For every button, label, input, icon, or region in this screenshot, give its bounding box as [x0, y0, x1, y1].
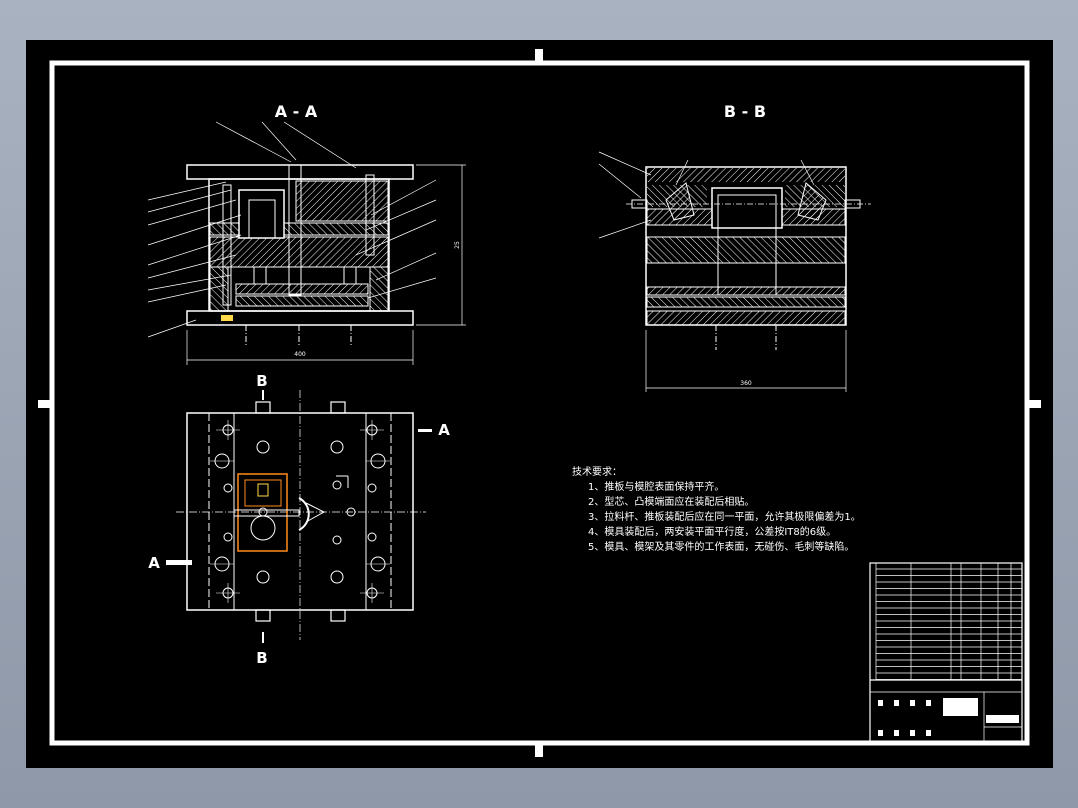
section-b-b-title: B - B: [724, 102, 766, 121]
dim-a-height: 25: [454, 241, 461, 249]
marker-b-bottom: B: [256, 649, 267, 667]
tech-requirement-1: 1、推板与模腔表面保持平齐。: [588, 480, 724, 493]
bill-of-materials-table: [869, 562, 1023, 744]
section-a-a-title: A - A: [275, 102, 318, 121]
plan-view: B B A A: [148, 372, 450, 667]
marker-a-left: A: [148, 554, 160, 572]
tech-requirements: 技术要求： 1、推板与模腔表面保持平齐。 2、型芯、凸模端面应在装配后相贴。 3…: [572, 465, 861, 553]
outer-frame: [38, 49, 1041, 757]
tech-requirement-2: 2、型芯、凸模端面应在装配后相贴。: [588, 495, 754, 508]
dim-a-width: 400: [294, 351, 306, 358]
drawing-sheet: A - A 400: [26, 40, 1053, 768]
dim-b-width: 360: [740, 380, 752, 387]
mold-assembly-drawing: A - A 400: [38, 49, 1041, 757]
tech-requirement-5: 5、模具、模架及其零件的工作表面，无碰伤、毛刺等缺陷。: [588, 540, 854, 553]
section-b-b-view: B - B 360: [598, 102, 871, 392]
tech-requirements-title: 技术要求：: [572, 465, 622, 478]
tech-requirement-3: 3、拉料杆、推板装配后应在同一平面，允许其极限偏差为1。: [588, 510, 861, 523]
section-a-a-view: A - A 400: [147, 102, 466, 365]
tech-requirement-4: 4、模具装配后，两安装平面平行度，公差按IT8的6级。: [588, 525, 836, 538]
marker-a-right: A: [438, 421, 450, 439]
marker-b-top: B: [256, 372, 267, 390]
